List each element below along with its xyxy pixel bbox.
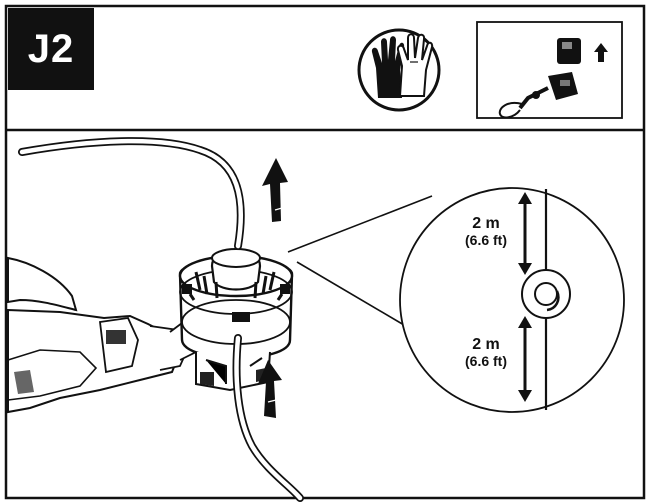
distance-label-top: 2 m (6.6 ft) (454, 215, 518, 249)
distance-top-metric: 2 m (472, 215, 500, 232)
gloves-icon (357, 28, 441, 112)
callout-line-top (287, 195, 433, 253)
outer-border (4, 4, 646, 500)
battery-removal-icon (476, 21, 623, 119)
pull-arrow-up (262, 158, 288, 222)
distance-bottom-imperial: (6.6 ft) (465, 353, 507, 369)
trimmer-line (18, 137, 304, 502)
distance-label-bottom: 2 m (6.6 ft) (454, 336, 518, 370)
trimmer-head-icon (7, 248, 294, 414)
magnified-view (399, 187, 625, 413)
distance-bottom-metric: 2 m (472, 336, 500, 353)
step-badge: J2 (8, 8, 94, 90)
callout-line-bottom (296, 261, 405, 326)
distance-top-imperial: (6.6 ft) (465, 232, 507, 248)
step-label: J2 (27, 26, 75, 71)
distance-arrow-bottom (518, 316, 532, 402)
distance-arrow-top (518, 192, 532, 275)
pull-arrow-down (258, 360, 282, 418)
